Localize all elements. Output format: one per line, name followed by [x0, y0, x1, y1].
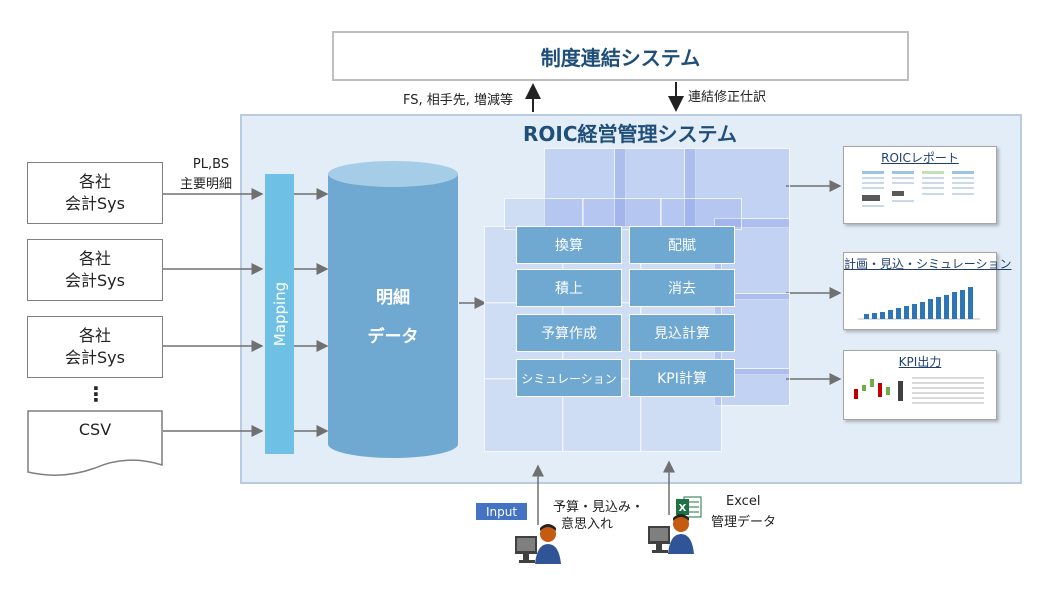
database-label-line1: 明細: [376, 288, 410, 308]
output-plan-simulation: 計画・見込・シミュレーション: [843, 252, 1012, 330]
input-badge: Input: [476, 503, 527, 520]
report-thumbnail-icon: [862, 171, 974, 207]
csv-document-icon: [27, 410, 163, 476]
up-arrow-label: FS, 相手先, 増減等: [403, 93, 514, 108]
source-data-label-line1: PL,BS: [192, 157, 230, 172]
source-line2: 会計Sys: [65, 194, 125, 213]
source-data-label-line2: 主要明細: [180, 177, 233, 192]
function-allocation: 配賦: [629, 226, 735, 264]
output-roic-report: ROICレポート: [843, 146, 997, 224]
top-system-box: 制度連結システム: [332, 31, 909, 81]
source-line2: 会計Sys: [65, 348, 125, 367]
source-line2: 会計Sys: [65, 271, 125, 290]
svg-text:X: X: [679, 503, 687, 514]
function-elimination: 消去: [629, 269, 735, 307]
bar-chart-thumbnail-icon: [858, 287, 980, 320]
function-budget: 予算作成: [516, 314, 622, 352]
mapping-bar: Mapping: [265, 174, 294, 454]
source-system-2: 各社 会計Sys: [27, 239, 163, 301]
database-label-line2: データ: [367, 327, 419, 347]
output-title: KPI出力: [898, 355, 942, 369]
output-title: ROICレポート: [881, 151, 959, 165]
main-system-title: ROIC経営管理システム: [523, 122, 737, 146]
function-simulation: シミュレーション: [516, 359, 622, 397]
input-label-line1: 予算・見込み・: [553, 500, 645, 515]
top-system-title: 制度連結システム: [540, 45, 701, 70]
source-system-3: 各社 会計Sys: [27, 316, 163, 378]
ellipsis-icon: ⋮: [86, 382, 106, 406]
down-arrow-label: 連結修正仕訳: [688, 90, 767, 105]
output-kpi: KPI出力: [843, 350, 997, 420]
source-line1: 各社: [78, 326, 111, 345]
function-kpi: KPI計算: [629, 359, 735, 397]
excel-label-line2: 管理データ: [711, 515, 777, 530]
mapping-label: Mapping: [270, 281, 289, 347]
output-title: 計画・見込・シミュレーション: [844, 257, 1012, 271]
user-at-computer-icon-2: [648, 514, 694, 554]
excel-label-line1: Excel: [726, 494, 761, 509]
source-line1: 各社: [78, 249, 111, 268]
source-system-1: 各社 会計Sys: [27, 162, 163, 224]
user-at-computer-icon: [515, 524, 561, 564]
source-line1: 各社: [78, 172, 111, 191]
database-cylinder-icon: [328, 161, 458, 458]
csv-label: CSV: [78, 420, 112, 439]
function-conversion: 換算: [516, 226, 622, 264]
function-forecast: 見込計算: [629, 314, 735, 352]
function-rollup: 積上: [516, 269, 622, 307]
excel-icon: X: [676, 496, 702, 518]
input-label-line2: 意思入れ: [561, 517, 614, 532]
kpi-thumbnail-icon: [854, 377, 984, 404]
